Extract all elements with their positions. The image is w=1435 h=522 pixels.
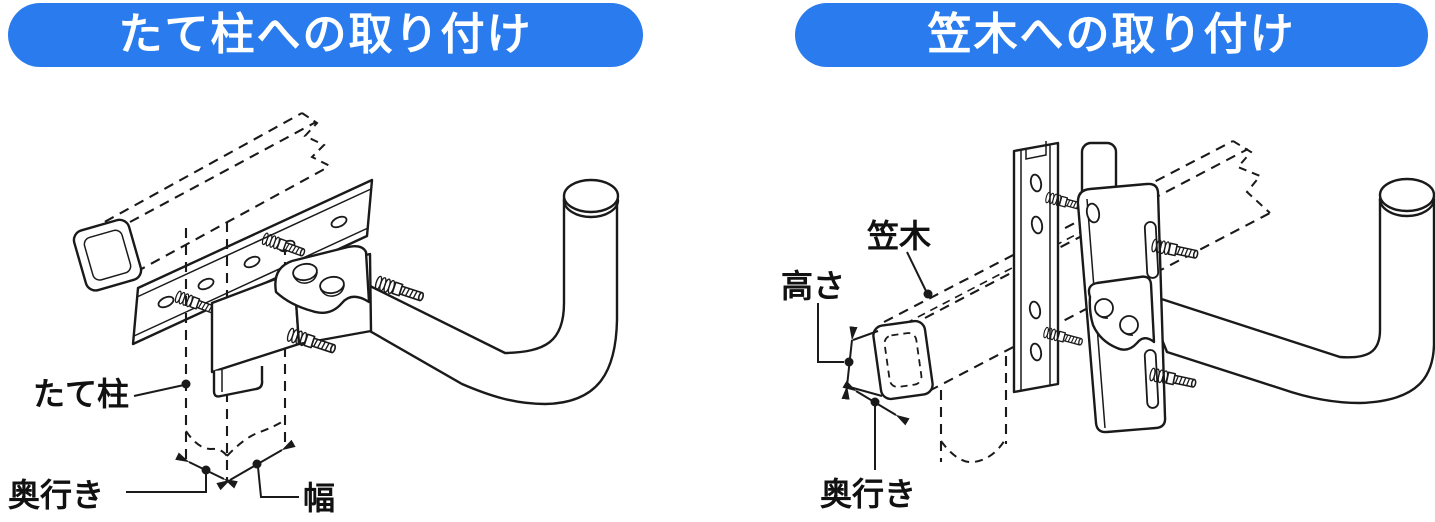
left-top-rail-dashed (72, 112, 331, 292)
right-mount-channel (1012, 141, 1087, 394)
right-figure: 笠木 高さ 奥行き (781, 140, 1435, 513)
right-pipe-end-cap (1378, 177, 1435, 213)
right-section-header: 笠木への取り付け (795, 3, 1428, 67)
left-section-header-text: たて柱への取り付け (118, 9, 533, 60)
left-post-label: たて柱 (33, 375, 129, 413)
leader-dot (923, 289, 933, 299)
right-height-label: 高さ (781, 267, 845, 305)
left-figure: たて柱 奥行き 幅 (8, 112, 620, 517)
right-depth-label: 奥行き (820, 475, 916, 513)
leader-dot (844, 357, 854, 367)
left-section-header: たて柱への取り付け (8, 3, 643, 67)
right-rail-end-face (872, 319, 934, 401)
left-clamp-foot (212, 366, 264, 398)
height-extension-tick (845, 385, 883, 397)
leader-dot (870, 397, 880, 407)
left-dimensions (126, 379, 299, 498)
right-j-pipe (1141, 177, 1435, 405)
left-rail-break-line (301, 112, 331, 167)
bracket-slot (1143, 349, 1160, 409)
saddle-hole (1119, 315, 1139, 335)
leader-dot (181, 379, 191, 389)
left-post-leader (133, 384, 185, 397)
leader-dot (201, 465, 211, 475)
left-depth-label: 奥行き (8, 476, 104, 514)
right-stanchion-dashed (939, 356, 1008, 464)
left-pipe-end-cap (562, 178, 620, 214)
left-width-label: 幅 (303, 479, 335, 517)
left-j-pipe (366, 178, 620, 406)
saddle-hole (1094, 298, 1114, 318)
right-coping-leader (906, 251, 927, 292)
right-coping-label: 笠木 (867, 217, 931, 255)
left-post-break-line (226, 419, 286, 457)
right-rail-break-line (1232, 140, 1271, 214)
height-extension-tick (852, 330, 879, 341)
right-height-leader (817, 303, 844, 363)
right-section-header-text: 笠木への取り付け (927, 9, 1296, 60)
right-dimensions (817, 251, 933, 470)
left-width-leader (257, 466, 299, 498)
left-depth-leader (126, 473, 207, 493)
right-stanchion-break-line (940, 437, 1007, 464)
leader-dot (252, 459, 262, 469)
left-post-break-line (185, 430, 228, 457)
right-pipe-saddle (1087, 275, 1156, 351)
left-pipe-saddle (274, 244, 371, 314)
